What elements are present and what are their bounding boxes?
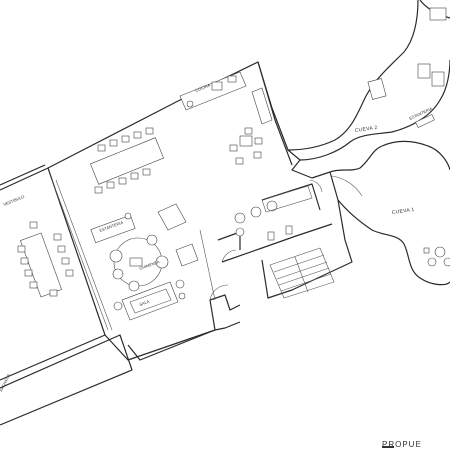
label-cueva-2: CUEVA 2 — [354, 125, 377, 134]
cave-2-furniture — [367, 7, 447, 128]
plan-title: PROPUE — [382, 440, 422, 449]
lounge-furniture — [90, 203, 199, 292]
billiard-table — [113, 279, 186, 321]
label-bottom-left: FACHADA — [0, 373, 11, 393]
label-left-area: VESTIBULO — [3, 194, 26, 207]
label-cocina: COCINA — [195, 82, 212, 93]
cafe-tables — [229, 127, 263, 165]
kitchen-counter — [179, 71, 273, 125]
staircase — [269, 247, 335, 299]
cave-1-outline — [329, 140, 450, 286]
main-building-walls — [47, 61, 353, 361]
dining-table-top — [90, 127, 164, 194]
cave-2-outline — [287, 0, 450, 161]
label-cueva-1: CUEVA 1 — [391, 207, 414, 216]
cave-1-furniture — [423, 246, 450, 267]
left-wing-walls — [0, 164, 133, 426]
dining-table-left — [17, 221, 74, 298]
door-swings — [209, 179, 323, 301]
title-underline — [382, 446, 394, 448]
label-sala: SALA — [139, 299, 151, 307]
bar-stools — [234, 185, 313, 241]
